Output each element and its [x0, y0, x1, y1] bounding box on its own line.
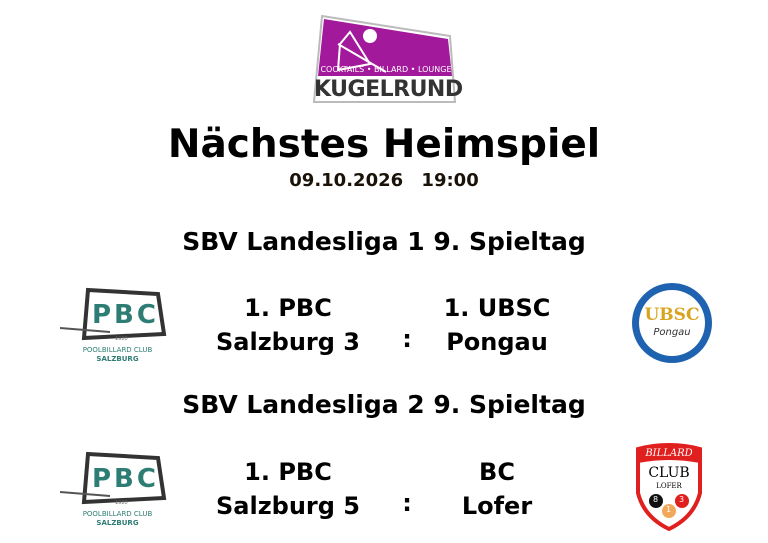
home-team-line: 1. PBC: [244, 294, 332, 322]
bc-lofer-logo: BILLARD CLUB LOFER 8 3 1: [634, 443, 704, 532]
score-separator: :: [402, 325, 412, 353]
pbc-line1: POOLBILLARD CLUB: [82, 346, 153, 354]
bc-mid: CLUB: [648, 465, 690, 481]
match-date: 09.10.2026: [289, 170, 404, 191]
ubsc-letters: UBSC: [644, 305, 700, 325]
ubsc-logo: UBSC Pongau: [632, 283, 712, 363]
pbc-letters: PBC: [92, 300, 159, 330]
away-team-line: Pongau: [446, 328, 548, 356]
home-team-1: 1. PBC Salzburg 3: [178, 291, 398, 359]
pbc-line2: SALZBURG: [96, 355, 139, 363]
page-title: Nächstes Heimspiel: [167, 122, 601, 167]
kugelrund-logo: COCKTAILS • BILLARD • LOUNGE KUGELRUND: [310, 14, 463, 106]
home-team-line: Salzburg 5: [215, 492, 360, 520]
score-separator: :: [402, 489, 412, 517]
home-team-2: 1. PBC Salzburg 5: [178, 455, 398, 523]
match-datetime: 09.10.2026 19:00: [0, 170, 768, 191]
ball-8: 8: [653, 495, 659, 504]
away-team-2: BC Lofer: [387, 455, 607, 523]
pbc-year: 1980: [115, 336, 128, 342]
logo-tagline: COCKTAILS • BILLARD • LOUNGE: [320, 65, 452, 74]
pbc-letters: PBC: [92, 464, 159, 494]
league-heading-2: SBV Landesliga 2 9. Spieltag: [182, 390, 586, 419]
logo-name: KUGELRUND: [314, 77, 463, 102]
home-team-line: 1. PBC: [244, 458, 332, 486]
away-team-1: 1. UBSC Pongau: [387, 291, 607, 359]
home-team-line: Salzburg 3: [215, 328, 360, 356]
ball-3: 3: [679, 495, 685, 504]
pbc-year: 1980: [115, 500, 128, 506]
away-team-line: Lofer: [461, 492, 533, 520]
pbc-line2: SALZBURG: [96, 519, 139, 527]
away-team-line: BC: [479, 458, 515, 486]
bc-sub: LOFER: [656, 482, 682, 490]
match-time: 19:00: [421, 170, 479, 191]
ubsc-sub: Pongau: [653, 327, 691, 338]
away-team-line: 1. UBSC: [443, 294, 551, 322]
pbc-line1: POOLBILLARD CLUB: [82, 510, 153, 518]
ball-1: 1: [666, 505, 672, 514]
pbc-logo: PBC 1980 POOLBILLARD CLUB SALZBURG: [59, 450, 175, 530]
pbc-logo: PBC 1980 POOLBILLARD CLUB SALZBURG: [59, 286, 175, 366]
league-heading-1: SBV Landesliga 1 9. Spieltag: [182, 227, 586, 256]
bc-top: BILLARD: [645, 448, 693, 459]
